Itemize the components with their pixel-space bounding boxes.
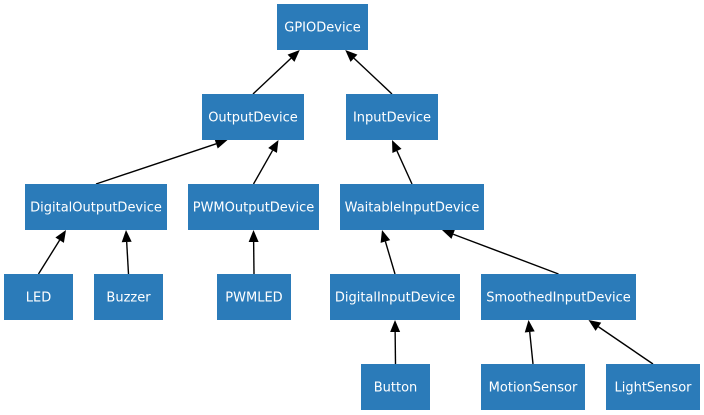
node-pwmled: PWMLED: [217, 274, 291, 320]
node-label: MotionSensor: [489, 381, 578, 396]
node-box: [346, 94, 438, 140]
node-digital-input: DigitalInputDevice: [330, 274, 460, 320]
node-digital-output: DigitalOutputDevice: [25, 184, 167, 230]
node-led: LED: [4, 274, 73, 320]
node-box: [330, 274, 460, 320]
edge-pwmled-to-pwm-output: [248, 230, 259, 275]
node-box: [94, 274, 163, 320]
arrowhead-icon: [121, 230, 132, 243]
node-buzzer: Buzzer: [94, 274, 163, 320]
node-label: OutputDevice: [208, 111, 298, 126]
node-box: [277, 4, 368, 50]
node-label: DigitalInputDevice: [335, 291, 455, 306]
edge-line: [353, 57, 393, 95]
arrowhead-icon: [268, 140, 279, 153]
edge-line: [95, 143, 217, 185]
node-input: InputDevice: [346, 94, 438, 140]
arrowhead-icon: [248, 230, 259, 243]
edge-pwm-output-to-output: [252, 140, 279, 185]
edge-line: [396, 150, 413, 185]
arrowhead-icon: [390, 320, 401, 333]
node-box: [25, 184, 167, 230]
edge-digital-input-to-waitable-input: [380, 230, 396, 275]
edge-line: [452, 233, 559, 275]
edge-line: [598, 326, 654, 365]
node-gpio: GPIODevice: [277, 4, 368, 50]
arrowhead-icon: [392, 140, 402, 153]
edge-line: [252, 150, 274, 185]
edge-led-to-digital-output: [37, 230, 66, 275]
arrowhead-icon: [345, 50, 358, 62]
node-box: [361, 364, 430, 410]
node-box: [481, 364, 585, 410]
arrowhead-icon: [287, 50, 300, 62]
edge-line: [529, 331, 534, 365]
node-smoothed-input: SmoothedInputDevice: [481, 274, 636, 320]
edge-button-to-digital-input: [390, 320, 401, 365]
node-box: [606, 364, 700, 410]
edge-input-to-gpio: [345, 50, 393, 95]
node-label: Buzzer: [106, 291, 151, 306]
edge-output-to-gpio: [252, 50, 300, 95]
node-label: SmoothedInputDevice: [486, 291, 631, 306]
node-label: WaitableInputDevice: [345, 201, 480, 216]
edge-line: [384, 241, 396, 275]
edge-waitable-input-to-input: [392, 140, 413, 185]
edge-line: [37, 239, 61, 275]
node-box: [340, 184, 484, 230]
arrowhead-icon: [380, 230, 391, 243]
edge-smoothed-input-to-waitable-input: [442, 229, 559, 275]
node-label: InputDevice: [353, 111, 431, 126]
node-box: [202, 94, 304, 140]
node-button: Button: [361, 364, 430, 410]
edge-line: [252, 57, 292, 95]
node-label: PWMOutputDevice: [193, 201, 315, 216]
node-box: [217, 274, 291, 320]
node-motion-sensor: MotionSensor: [481, 364, 585, 410]
node-label: GPIODevice: [284, 21, 360, 36]
edge-motion-sensor-to-smoothed-input: [524, 320, 535, 365]
edge-line: [125, 241, 130, 275]
node-box: [188, 184, 319, 230]
node-box: [481, 274, 636, 320]
arrowhead-icon: [214, 139, 228, 149]
node-label: Button: [374, 381, 418, 396]
arrowhead-icon: [524, 320, 535, 333]
arrowhead-icon: [442, 229, 455, 239]
edges-layer: [37, 50, 654, 365]
arrowhead-icon: [588, 320, 602, 331]
node-pwm-output: PWMOutputDevice: [188, 184, 319, 230]
node-label: PWMLED: [225, 291, 282, 306]
node-waitable-input: WaitableInputDevice: [340, 184, 484, 230]
node-label: DigitalOutputDevice: [30, 201, 162, 216]
arrowhead-icon: [55, 230, 66, 243]
edge-digital-output-to-output: [95, 139, 228, 185]
node-output: OutputDevice: [202, 94, 304, 140]
edge-light-sensor-to-smoothed-input: [588, 320, 654, 365]
node-box: [4, 274, 73, 320]
edge-buzzer-to-digital-output: [121, 230, 132, 275]
node-light-sensor: LightSensor: [606, 364, 700, 410]
node-label: LightSensor: [614, 381, 692, 396]
node-label: LED: [26, 291, 51, 306]
